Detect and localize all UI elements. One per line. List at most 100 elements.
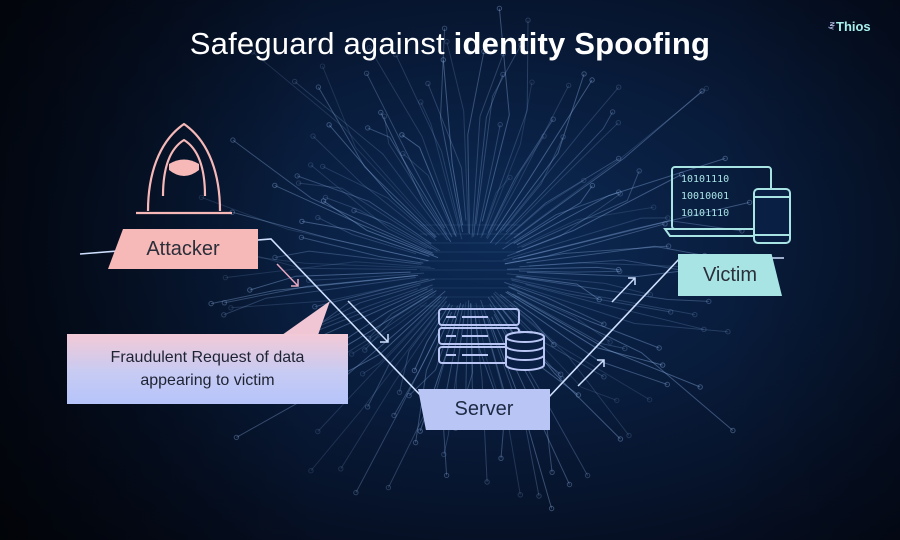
circuit-node: [601, 374, 607, 380]
circuit-trace: [232, 139, 433, 254]
circuit-trace: [519, 259, 705, 275]
circuit-trace: [504, 223, 666, 265]
circuit-node: [208, 300, 214, 307]
circuit-node: [444, 39, 450, 45]
circuit-trace: [494, 122, 619, 246]
circuit-node: [406, 392, 412, 399]
circuit-trace: [506, 193, 621, 257]
circuit-node: [656, 345, 662, 351]
circuit-node: [697, 384, 703, 390]
page-title: Safeguard against identity Spoofing: [0, 26, 900, 62]
circuit-trace: [513, 300, 668, 385]
circuit-trace: [513, 185, 593, 244]
circuit-trace: [201, 196, 429, 262]
circuit-trace: [274, 184, 435, 256]
circuit-trace: [509, 303, 650, 401]
circuit-node: [308, 162, 314, 168]
circuit-node: [359, 371, 366, 377]
circuit-trace: [366, 73, 453, 238]
circuit-node: [722, 155, 728, 162]
circuit-trace: [502, 136, 564, 231]
circuit-trace: [252, 51, 440, 236]
circuit-trace: [446, 41, 469, 234]
circuit-node: [664, 381, 670, 388]
circuit-trace: [225, 261, 431, 279]
circuit-node: [615, 120, 621, 126]
circuit-trace: [353, 210, 438, 252]
circuit-trace: [486, 85, 570, 240]
circuit-trace: [317, 86, 437, 238]
circuit-node: [651, 204, 657, 210]
circuit-trace: [506, 290, 701, 388]
brand-logo-name: Thios: [836, 18, 871, 34]
circuit-node: [320, 198, 327, 204]
circuit-trace: [495, 79, 593, 231]
circuit-trace: [413, 303, 451, 371]
circuit-trace: [355, 304, 453, 493]
circuit-node: [518, 42, 524, 48]
circuit-node: [441, 25, 448, 31]
circuit-node: [363, 70, 370, 77]
circuit-trace: [502, 191, 619, 250]
circuit-trace: [367, 127, 446, 229]
circuit-trace: [443, 314, 465, 455]
circuit-node: [391, 412, 397, 419]
circuit-node: [441, 451, 447, 458]
circuit-node: [575, 392, 582, 398]
circuit-trace: [517, 220, 742, 259]
circuit-node: [294, 173, 300, 179]
circuit-trace: [496, 297, 617, 401]
circuit-trace: [476, 124, 501, 236]
circuit-trace: [516, 157, 726, 246]
circuit-trace: [238, 250, 417, 270]
circuit-node: [299, 218, 305, 225]
circuit-node: [399, 132, 405, 138]
circuit-node: [589, 182, 596, 189]
circuit-node: [364, 404, 371, 410]
circuit-node: [699, 88, 705, 94]
circuit-trace: [368, 47, 458, 234]
circuit-node: [646, 397, 653, 403]
circuit-node: [660, 362, 666, 368]
circuit-trace: [503, 217, 668, 261]
circuit-node: [221, 300, 228, 306]
circuit-node: [549, 469, 555, 475]
circuit-node: [320, 163, 326, 170]
circuit-trace: [481, 8, 510, 222]
circuit-trace: [499, 86, 620, 234]
circuit-node: [581, 177, 587, 184]
circuit-node: [228, 305, 234, 311]
server-database-icon: [438, 308, 545, 371]
circuit-node: [315, 214, 321, 221]
fraudulent-request-callout: Fraudulent Request of data appearing to …: [67, 334, 348, 404]
circuit-trace: [323, 200, 439, 259]
circuit-trace: [415, 311, 453, 443]
circuit-trace: [505, 88, 707, 245]
circuit-trace: [335, 288, 434, 347]
circuit-node: [616, 84, 622, 90]
circuit-node: [349, 351, 355, 357]
circuit-trace: [340, 312, 442, 470]
circuit-trace: [351, 302, 428, 355]
circuit-node: [607, 339, 613, 345]
circuit-node: [551, 342, 557, 348]
binary-line-2: 10010001: [681, 191, 729, 202]
arrow-to-victim-upper: [611, 277, 636, 303]
circuit-trace: [367, 296, 448, 408]
circuit-node: [668, 309, 674, 315]
circuit-trace: [223, 277, 416, 316]
circuit-trace: [485, 135, 545, 239]
circuit-node: [484, 479, 490, 485]
circuit-node: [665, 243, 672, 249]
circuit-node: [596, 296, 602, 303]
circuit-node: [417, 428, 423, 434]
circuit-trace: [504, 281, 605, 325]
binary-line-1: 10101110: [681, 174, 729, 185]
circuit-node: [338, 466, 344, 472]
circuit-node: [589, 77, 595, 83]
circuit-node: [497, 121, 503, 128]
circuit-node: [411, 367, 418, 374]
circuit-node: [298, 234, 305, 241]
